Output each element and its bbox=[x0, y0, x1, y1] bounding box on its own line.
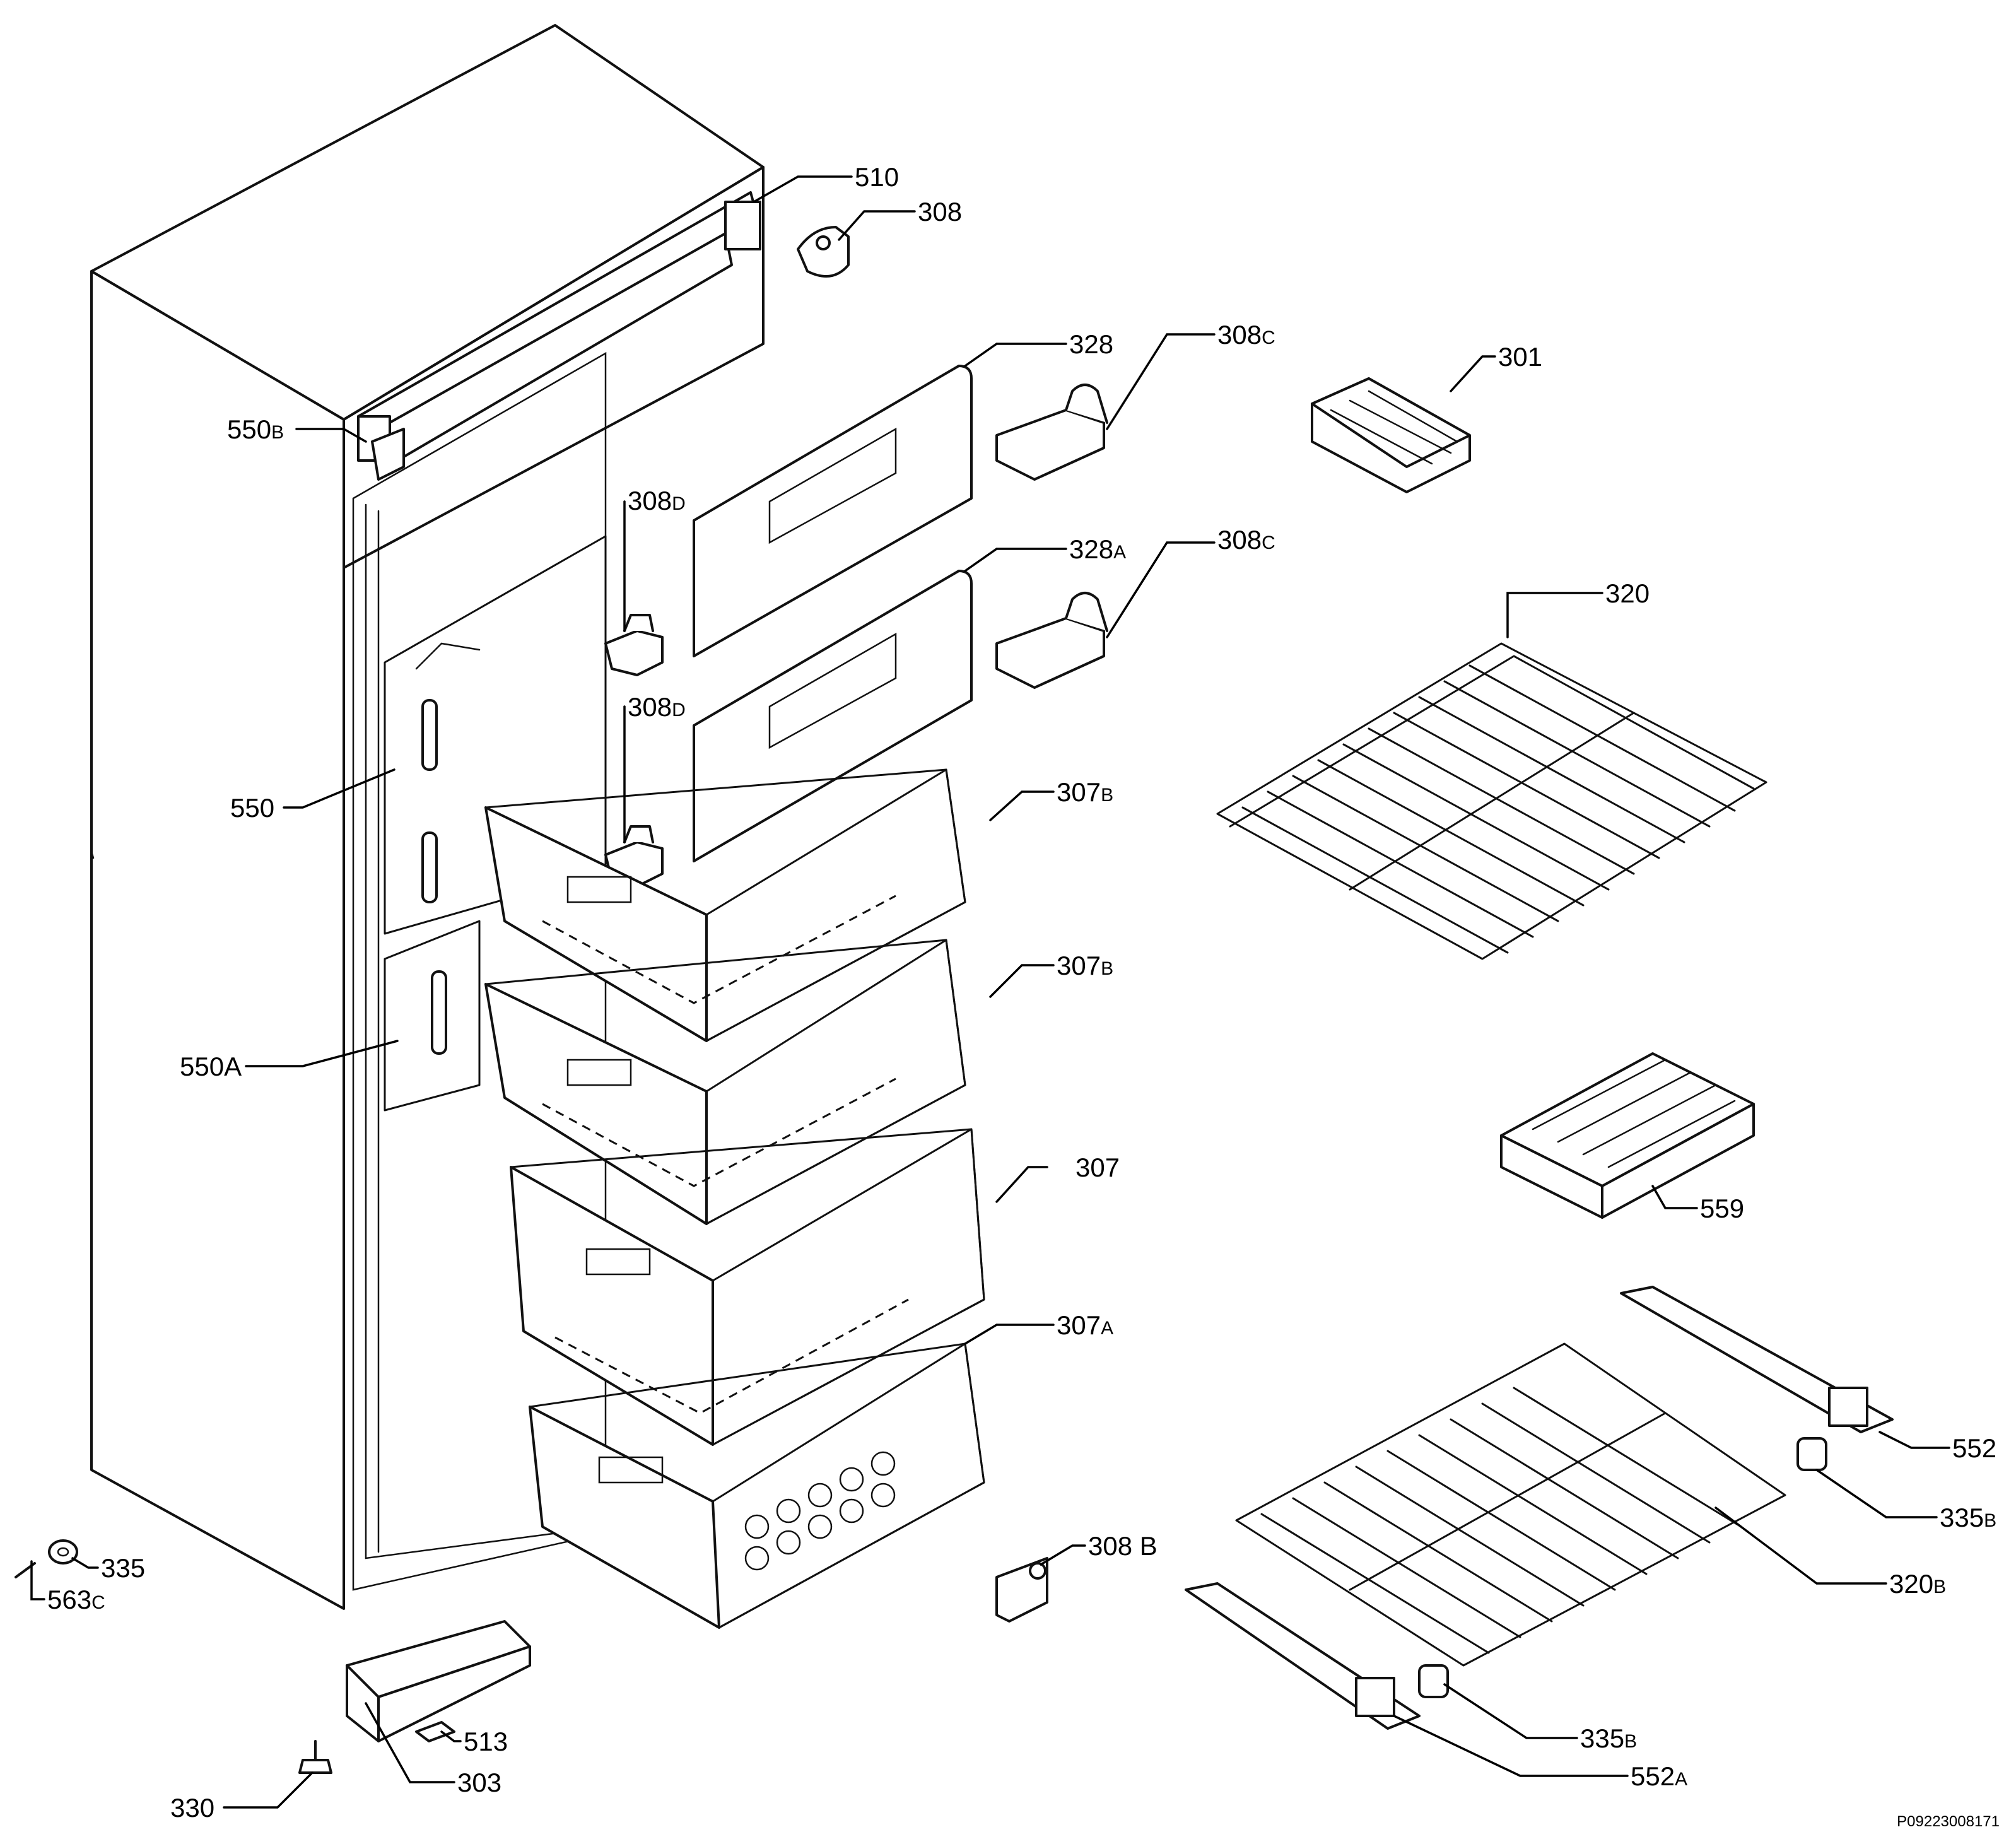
label-307b-lower: 307B bbox=[1057, 951, 1113, 980]
bushing-335 bbox=[48, 1539, 78, 1565]
slide-rail-552a bbox=[1185, 1582, 1421, 1730]
label-550b: 550B bbox=[227, 414, 284, 444]
stop-335b-lower bbox=[1418, 1664, 1449, 1698]
flap-pivot-308d-upper bbox=[604, 614, 664, 676]
label-510: 510 bbox=[855, 162, 899, 192]
slide-rail-552 bbox=[1620, 1286, 1894, 1433]
label-550a: 550A bbox=[180, 1052, 242, 1081]
label-308c-upper: 308C bbox=[1217, 320, 1275, 349]
drawer-307 bbox=[510, 1128, 985, 1446]
label-307b-upper: 307B bbox=[1057, 777, 1113, 807]
foot-screw-330 bbox=[298, 1740, 332, 1774]
label-328a: 328A bbox=[1069, 534, 1126, 564]
label-308d-upper: 308D bbox=[628, 486, 686, 515]
stop-335b-upper bbox=[1796, 1437, 1827, 1471]
label-308: 308 bbox=[918, 197, 962, 226]
label-308d-lower: 308D bbox=[628, 692, 686, 722]
label-335b-upper: 335B bbox=[1940, 1503, 1996, 1532]
freezer-flap-328 bbox=[693, 365, 973, 657]
drawer-307b-lower bbox=[484, 939, 966, 1225]
drawer-307a bbox=[529, 1342, 985, 1629]
label-307: 307 bbox=[1075, 1153, 1120, 1182]
shelf-bracket-308c-upper bbox=[995, 384, 1108, 481]
drawer-307b-upper bbox=[484, 768, 966, 1042]
callout-labels: 510 308 328 308C 301 550B 308D 328A 308C… bbox=[47, 162, 1996, 1823]
label-563c: 563C bbox=[47, 1585, 105, 1614]
shelf-bracket-308c-lower bbox=[995, 592, 1108, 689]
wire-shelf-320b bbox=[1235, 1342, 1786, 1667]
label-308b: 308 B bbox=[1088, 1531, 1157, 1561]
side-panel-550a bbox=[384, 920, 481, 1112]
hinge-308 bbox=[797, 226, 850, 278]
label-559: 559 bbox=[1700, 1194, 1744, 1223]
label-307a: 307A bbox=[1057, 1310, 1113, 1340]
label-335b-lower: 335B bbox=[1580, 1723, 1637, 1753]
label-328: 328 bbox=[1069, 329, 1113, 359]
label-335: 335 bbox=[101, 1553, 145, 1583]
freezer-flap-328a bbox=[693, 570, 973, 862]
grid-tray-559 bbox=[1500, 1052, 1755, 1219]
label-330: 330 bbox=[170, 1793, 214, 1823]
wire-shelf-320 bbox=[1216, 642, 1767, 960]
egg-tray-pattern bbox=[744, 1451, 896, 1571]
clip-513 bbox=[415, 1721, 455, 1742]
label-308c-lower: 308C bbox=[1217, 525, 1275, 555]
label-552: 552 bbox=[1952, 1433, 1996, 1463]
label-552a: 552A bbox=[1631, 1761, 1687, 1791]
leader-lines bbox=[30, 175, 1950, 1809]
label-513: 513 bbox=[464, 1727, 508, 1756]
kick-plate-303 bbox=[346, 1620, 531, 1742]
ice-cube-tray bbox=[1311, 377, 1471, 493]
label-550: 550 bbox=[230, 793, 274, 823]
top-trim-handle bbox=[357, 191, 761, 481]
label-303: 303 bbox=[457, 1768, 501, 1797]
document-id: P09223008171 bbox=[1897, 1813, 2000, 1830]
label-320: 320 bbox=[1605, 578, 1650, 608]
label-301: 301 bbox=[1498, 342, 1542, 372]
hinge-308b bbox=[995, 1557, 1048, 1623]
label-320b: 320B bbox=[1889, 1569, 1946, 1599]
